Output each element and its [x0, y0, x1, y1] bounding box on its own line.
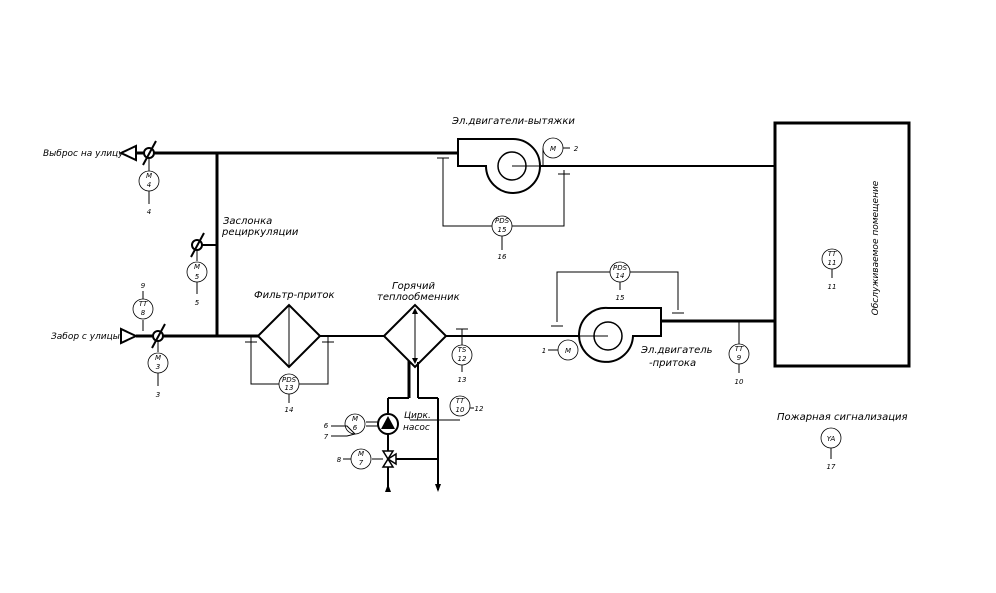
instrument-tt8: 9 TT 8: [132, 282, 154, 320]
exhaust-fan-icon: [457, 137, 544, 194]
pds15-code: PDS: [495, 217, 510, 225]
m4-code: M: [146, 172, 152, 180]
intake-from-street-label: Забор с улицы: [51, 332, 120, 342]
instrument-m-exhaust-motor: M 2: [542, 137, 579, 159]
m6-num: 6: [353, 424, 358, 432]
ts12-code: TS: [458, 346, 467, 354]
m7-ref: 8: [337, 456, 342, 464]
m3-num: 3: [156, 363, 160, 371]
damper-recirculation: [190, 232, 217, 261]
m-supply-code: M: [565, 347, 571, 355]
circ-pump-label-2: насос: [403, 423, 430, 433]
tt8-ref-top: 9: [141, 282, 146, 290]
m7-num: 7: [359, 459, 364, 467]
tt10-code: TT: [456, 397, 465, 405]
instrument-m7: M 7 8: [337, 448, 372, 470]
intake-inlet-arrow-icon: [120, 327, 139, 345]
exhaust-motors-label: Эл.двигатели-вытяжки: [451, 116, 575, 127]
pds14-ref: 15: [616, 294, 625, 302]
circ-pump-label-1: Цирк.: [404, 411, 431, 421]
tt9-code: TT: [735, 345, 744, 353]
exhaust-to-street-label: Выброс на улицу: [43, 149, 124, 159]
pds14-num: 14: [616, 272, 625, 280]
recirc-damper-label-2: рециркуляции: [221, 227, 299, 238]
instrument-ts12: TS 12 13: [451, 344, 473, 384]
tt11-num: 11: [828, 259, 837, 267]
hot-exchanger-label-2: теплообменник: [377, 291, 460, 303]
tt11-ref: 11: [828, 283, 837, 291]
fire-alarm-label: Пожарная сигнализация: [777, 412, 908, 423]
hot-exchanger-label-1: Горячий: [392, 281, 435, 292]
tt10-ref: 12: [475, 405, 484, 413]
tt10-num: 10: [456, 406, 465, 414]
supply-motor-label-1: Эл.двигатель: [640, 345, 713, 356]
instrument-ya-fire-alarm: YA 17: [820, 427, 842, 471]
instrument-tt11: TT 11 11: [821, 248, 843, 291]
instrument-pds13: PDS 13 14: [278, 373, 300, 414]
served-room: [773, 121, 911, 368]
m3-code: M: [155, 354, 161, 362]
damper-intake: [142, 320, 166, 352]
damper-exhaust: [142, 140, 157, 171]
supply-fan-icon: [578, 306, 662, 363]
m5-num: 5: [195, 273, 200, 281]
instrument-tt10: TT 10 12: [449, 395, 484, 417]
circulation-pump-icon: [366, 413, 399, 435]
filter-symbol: [256, 303, 322, 369]
served-room-label: Обслуживаемое помещение: [871, 180, 881, 315]
three-way-valve-icon: [372, 450, 397, 468]
tt8-code: TT: [139, 300, 148, 308]
instrument-tt9: TT 9 10: [728, 343, 750, 386]
m-exhaust-code: M: [550, 145, 556, 153]
pds13-num: 13: [285, 384, 294, 392]
ya-code: YA: [827, 435, 836, 443]
ya-ref: 17: [827, 463, 836, 471]
pds14-code: PDS: [613, 264, 628, 272]
tt9-ref: 10: [735, 378, 744, 386]
instrument-m3: M 3 3: [147, 352, 169, 399]
instrument-m4: M 4 4: [138, 170, 160, 216]
instrument-m5: M 5 5: [186, 261, 208, 307]
m6-ref-b: 7: [324, 433, 329, 441]
m3-ref: 3: [156, 391, 160, 399]
recirc-damper-label-1: Заслонка: [223, 216, 272, 227]
m4-ref: 4: [147, 208, 151, 216]
m6-ref-a: 6: [324, 422, 329, 430]
instrument-m-supply-motor: M 1: [542, 339, 579, 361]
instrument-m6: M 6 6 7: [324, 413, 366, 441]
pds15-ref: 16: [498, 253, 507, 261]
supply-motor-label-2: -притока: [649, 358, 696, 369]
pds13-code: PDS: [282, 376, 297, 384]
m5-code: M: [194, 263, 200, 271]
m7-code: M: [358, 450, 364, 458]
instrument-pds14: PDS 14 15: [609, 261, 631, 302]
m4-num: 4: [147, 181, 151, 189]
exhaust-outlet-arrow-icon: [118, 144, 137, 162]
main-ducts: [136, 151, 785, 338]
tt9-num: 9: [737, 354, 742, 362]
tt8-num: 8: [141, 309, 146, 317]
filter-supply-label: Фильтр-приток: [254, 290, 335, 301]
heat-exchanger-symbol: [382, 303, 448, 369]
m6-code: M: [352, 415, 358, 423]
m-exhaust-ref: 2: [574, 145, 579, 153]
m-supply-ref: 1: [542, 347, 546, 355]
instrument-pds15: PDS 15 16: [491, 215, 513, 261]
water-circuit: [385, 361, 460, 492]
m5-ref: 5: [195, 299, 200, 307]
pds15-num: 15: [498, 226, 507, 234]
ts12-num: 12: [458, 355, 467, 363]
pds13-ref: 14: [285, 406, 294, 414]
tt11-code: TT: [828, 250, 837, 258]
ts12-ref: 13: [458, 376, 467, 384]
